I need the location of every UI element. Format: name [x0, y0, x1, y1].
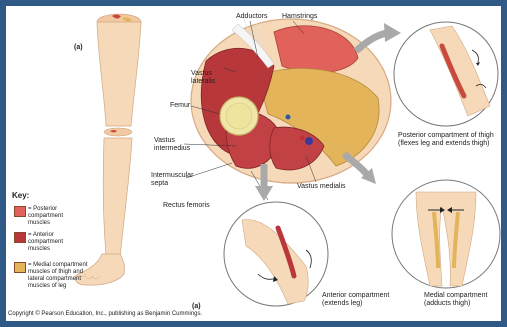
label-rectus-femoris: Rectus femoris	[163, 202, 210, 210]
medial-compartment-circle	[392, 180, 500, 288]
diagram-panel: (a) (a) Adductors Hamstrings Vastus late…	[6, 6, 501, 321]
label-anterior-compartment: Anterior compartment (extends leg)	[322, 292, 389, 308]
key-swatch-medial	[14, 262, 26, 273]
label-vastus-lateralis: Vastus lateralis	[191, 70, 215, 86]
anterior-compartment-circle	[224, 202, 328, 306]
key-title: Key:	[12, 192, 29, 200]
label-femur: Femur	[170, 102, 190, 110]
label-medial-compartment: Medial compartment (adducts thigh)	[424, 292, 487, 308]
key-item-medial: = Medial compartment muscles of thigh an…	[28, 262, 88, 290]
label-adductors: Adductors	[236, 13, 268, 21]
thigh-cross-section	[184, 19, 401, 201]
key-swatch-posterior	[14, 206, 26, 217]
label-vastus-intermedius: Vastus intermedius	[154, 137, 190, 153]
key-swatch-anterior	[14, 232, 26, 243]
label-vastus-medialis: Vastus medialis	[297, 183, 346, 191]
panel-label-a-top: (a)	[74, 44, 83, 52]
label-posterior-compartment: Posterior compartment of thigh (flexes l…	[398, 132, 494, 148]
label-hamstrings: Hamstrings	[282, 13, 317, 21]
key-item-posterior: = Posterior compartment muscles	[28, 206, 63, 227]
leg-illustration	[75, 14, 141, 285]
key-item-anterior: = Anterior compartment muscles	[28, 232, 63, 253]
label-intermuscular-septa: Intermuscular septa	[151, 172, 193, 188]
panel-label-a-bottom: (a)	[192, 303, 201, 311]
copyright-text: Copyright © Pearson Education, Inc., pub…	[8, 311, 202, 318]
posterior-compartment-circle	[394, 22, 498, 126]
